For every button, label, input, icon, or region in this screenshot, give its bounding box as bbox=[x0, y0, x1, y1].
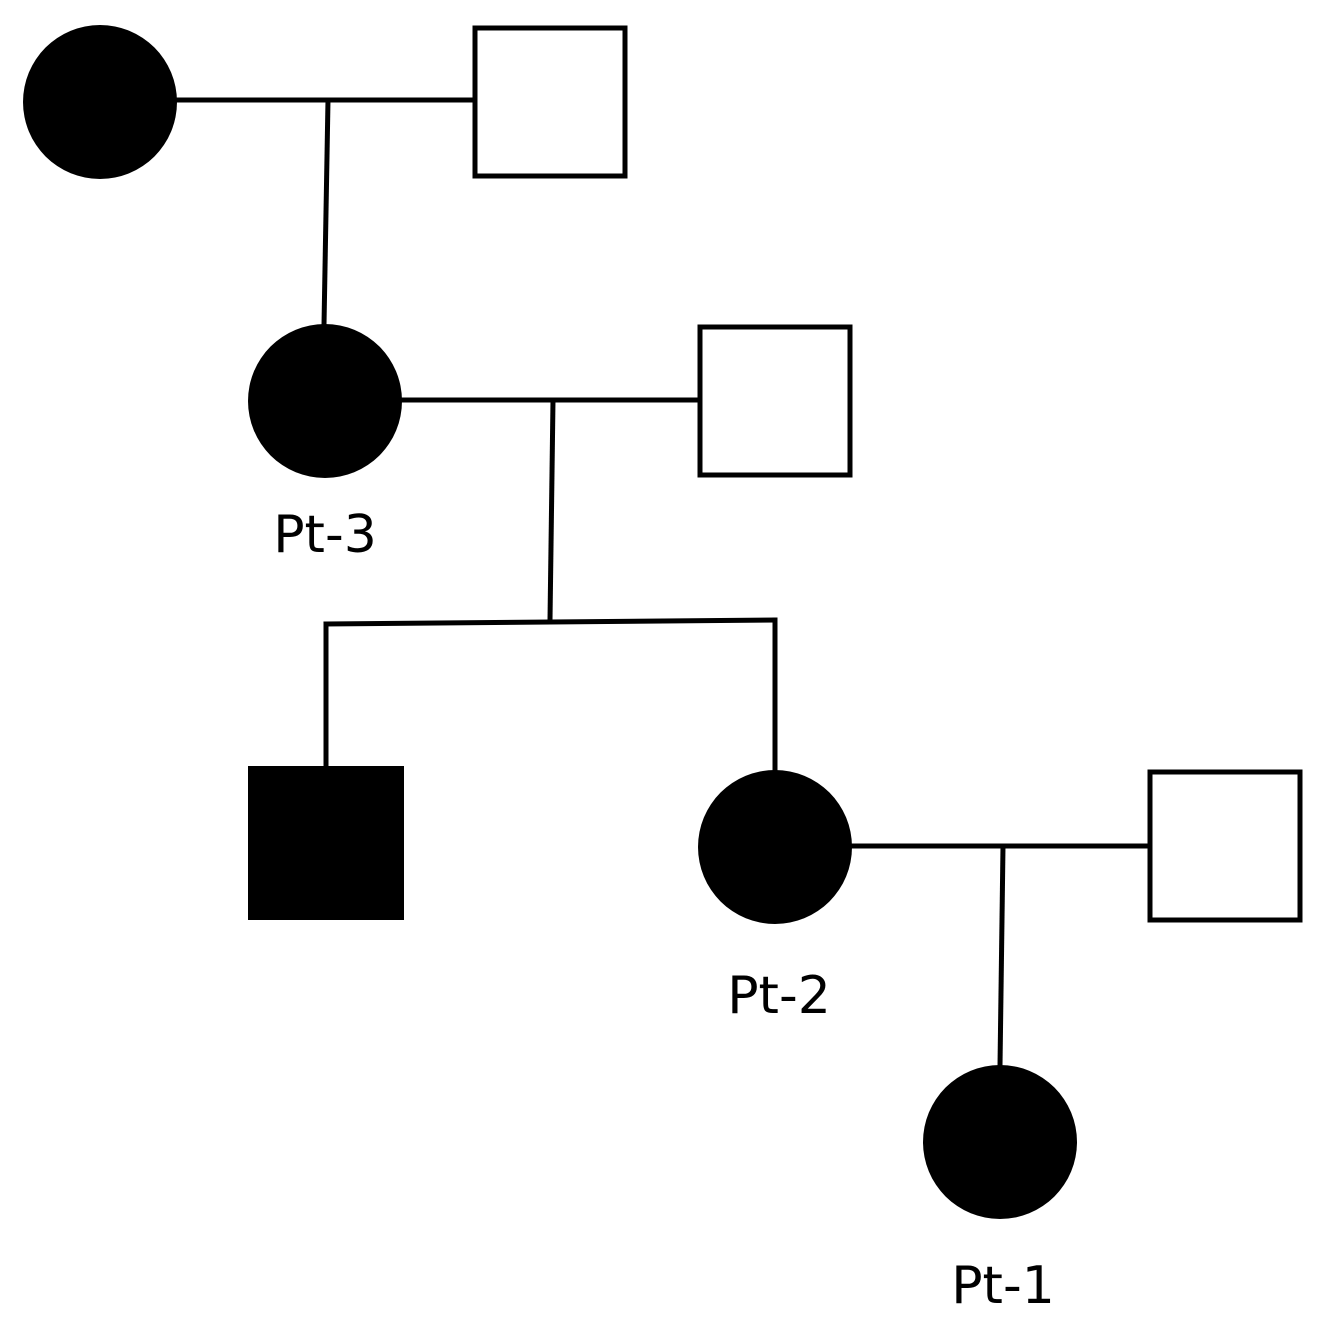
label-pt-1: Pt-1 bbox=[951, 1256, 1055, 1316]
gen2-male-symbol bbox=[697, 324, 853, 478]
descent-line-gen1 bbox=[321, 97, 331, 328]
gen4-female-symbol bbox=[923, 1065, 1077, 1219]
label-pt-2: Pt-2 bbox=[727, 966, 831, 1026]
gen1-male-symbol bbox=[472, 25, 628, 179]
gen3-female-symbol bbox=[698, 770, 852, 924]
descent-line-gen2 bbox=[547, 397, 556, 623]
sibship-line bbox=[323, 617, 778, 627]
gen3-partner-male-symbol bbox=[1147, 769, 1303, 923]
gen2-female-symbol bbox=[248, 324, 402, 478]
gen1-female-symbol bbox=[23, 25, 177, 179]
label-pt-3: Pt-3 bbox=[273, 505, 377, 565]
gen3-male-symbol bbox=[248, 766, 404, 920]
relationship-lines bbox=[173, 97, 1153, 1069]
descent-line-gen3 bbox=[997, 843, 1006, 1069]
